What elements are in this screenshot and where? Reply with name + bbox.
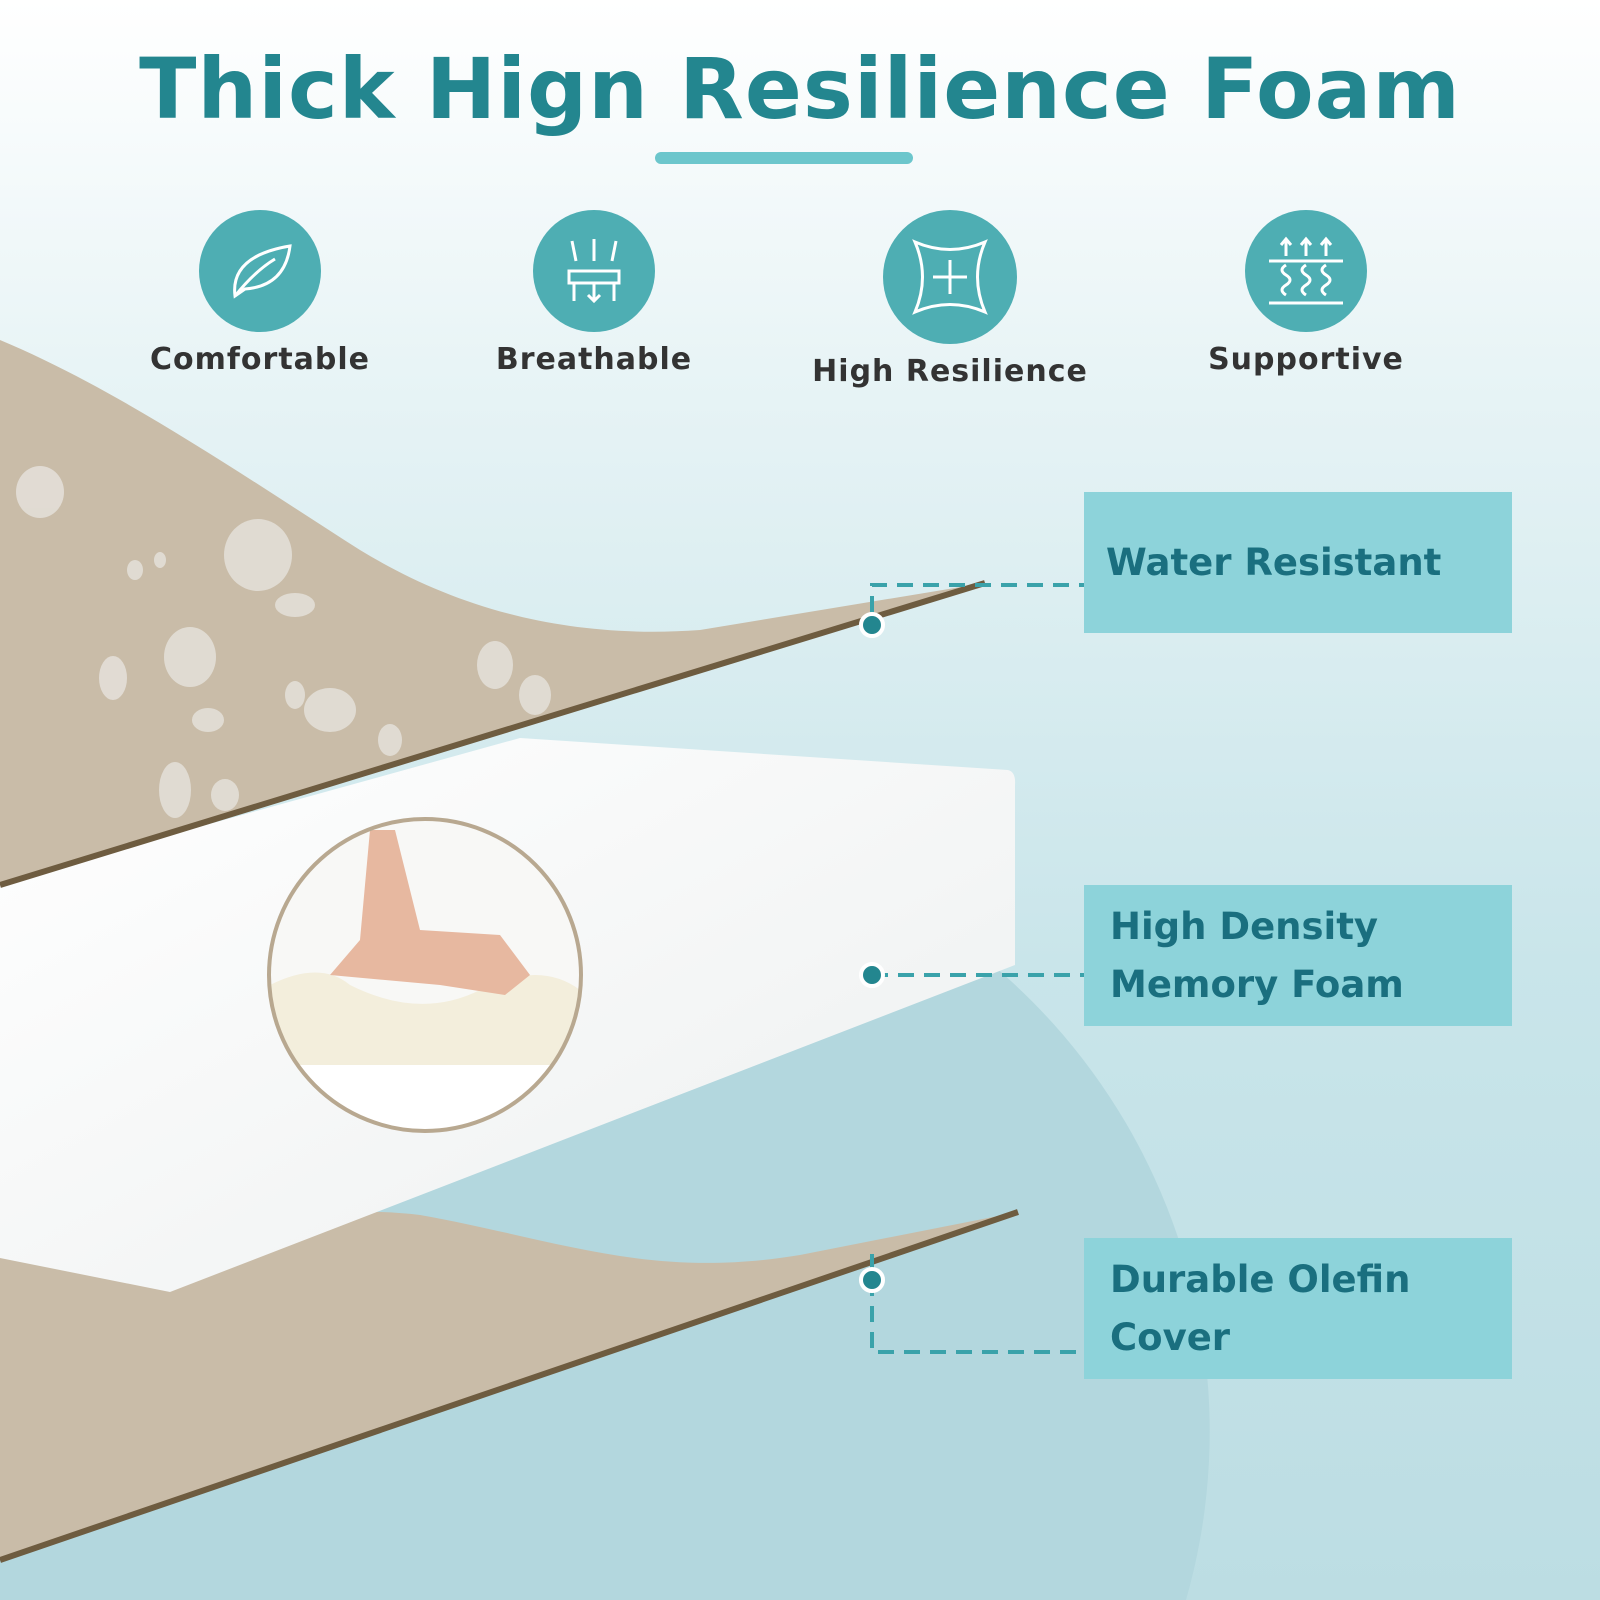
callout-label: High Density Memory Foam: [1110, 904, 1404, 1006]
callout-label: Water Resistant: [1106, 540, 1442, 584]
bottom-cover-edge: [0, 1209, 1019, 1563]
callout-label: Durable Olefin Cover: [1110, 1257, 1411, 1359]
feature-label: Comfortable: [149, 342, 371, 377]
page-title: Thick Hign Resilience Foam: [139, 40, 1461, 138]
feature-high-resilience: High Resilience: [800, 210, 1100, 389]
expanding-cushion-icon: [883, 210, 1017, 344]
water-droplets: [16, 466, 551, 818]
airflow-icon: [533, 210, 655, 332]
callout-water-resistant: Water Resistant: [1084, 492, 1512, 633]
leaf-icon: [199, 210, 321, 332]
callout-olefin-cover: Durable Olefin Cover: [1084, 1238, 1512, 1379]
feature-label: Breathable: [495, 342, 693, 377]
inset-frame: [267, 817, 583, 1133]
feature-breathable: Breathable: [444, 210, 744, 377]
callout-dots: [859, 612, 885, 1293]
feature-label: Supportive: [1208, 342, 1404, 377]
springs-icon: [1245, 210, 1367, 332]
feature-supportive: Supportive: [1156, 210, 1456, 377]
top-cover-fabric: [0, 340, 985, 885]
feature-label: High Resilience: [812, 354, 1088, 389]
feature-comfortable: Comfortable: [110, 210, 410, 377]
top-cover-edge: [0, 580, 986, 888]
hand-pressing-foam-inset: [270, 820, 580, 1130]
title-underline: [655, 152, 913, 164]
callout-memory-foam: High Density Memory Foam: [1084, 885, 1512, 1026]
